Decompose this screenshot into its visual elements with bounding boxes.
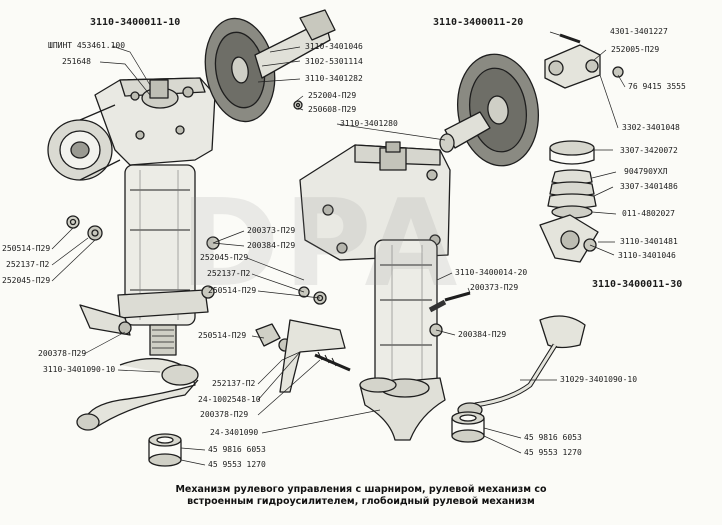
caption-line-2: встроенным гидроусилителем, глобоидный р… — [187, 496, 535, 507]
middle-steering-gear — [255, 53, 540, 441]
part-label: 200373-П29 — [247, 226, 296, 235]
part-label: 252045-П29 — [2, 276, 51, 285]
part-label: 250608-П29 — [308, 105, 357, 114]
part-label: 252045-П29 — [200, 253, 249, 262]
part-label: 4301-3401227 — [610, 27, 668, 36]
part-label: 3110-3401046 — [305, 42, 363, 51]
part-label: 3110-3401481 — [620, 237, 678, 246]
part-label: 3302-3401048 — [622, 123, 680, 132]
part-label: 45 9553 1270 — [524, 448, 582, 457]
part-label: 3307-3401486 — [620, 182, 678, 191]
part-label: 3110-3401090-10 — [43, 365, 116, 374]
assembly-left-header: 3110-3400011-10 — [90, 17, 181, 28]
part-label: 200378-П29 — [38, 349, 87, 358]
part-label: 251648 — [62, 57, 91, 66]
part-label: 250514-П29 — [208, 286, 257, 295]
upper-universal-joint — [204, 9, 336, 123]
part-label: 200384-П29 — [458, 330, 507, 339]
part-label: 24-1002548-10 — [198, 395, 261, 404]
part-label: 252137-П2 — [6, 260, 50, 269]
part-label: 252137-П2 — [212, 379, 256, 388]
part-label: 3307-3420072 — [620, 146, 678, 155]
left-steering-gear — [47, 77, 220, 467]
leader-lines — [51, 31, 626, 466]
assembly-bottom-right-header: 3110-3400011-30 — [592, 279, 683, 290]
part-label: 250514-П29 — [2, 244, 51, 253]
part-label: 200378-П29 — [200, 410, 249, 419]
caption-line-1: Механизм рулевого управления с шарниром,… — [175, 484, 547, 495]
part-label: 250514-П29 — [198, 331, 247, 340]
part-label: 252005-П29 — [611, 45, 660, 54]
part-label: 3110-3400014-20 — [455, 268, 528, 277]
part-label: 011-4802027 — [622, 209, 675, 218]
part-label: 31029-3401090-10 — [560, 375, 638, 384]
diagram-caption: Механизм рулевого управления с шарниром,… — [120, 484, 602, 508]
part-label: 904790УХЛ — [624, 167, 668, 176]
part-label: ШПИНТ 453461.100 — [48, 41, 126, 50]
assembly-right-header: 3110-3400011-20 — [433, 17, 524, 28]
part-label: 252137-П2 — [207, 269, 251, 278]
right-joint-parts — [451, 33, 624, 443]
part-label: 252004-П29 — [308, 91, 357, 100]
part-label: 3110-3401046 — [618, 251, 676, 260]
part-label: 76 9415 3555 — [628, 82, 686, 91]
part-label: 200384-П29 — [247, 241, 296, 250]
part-label: 200373-П29 — [470, 283, 519, 292]
part-label: 45 9816 6053 — [208, 445, 266, 454]
part-label: 45 9553 1270 — [208, 460, 266, 469]
part-label: 45 9816 6053 — [524, 433, 582, 442]
part-label: 3110-3401282 — [305, 74, 363, 83]
part-label: 24-3401090 — [210, 428, 259, 437]
part-label: 3102-5301114 — [305, 57, 363, 66]
part-label: 3110-3401280 — [340, 119, 398, 128]
